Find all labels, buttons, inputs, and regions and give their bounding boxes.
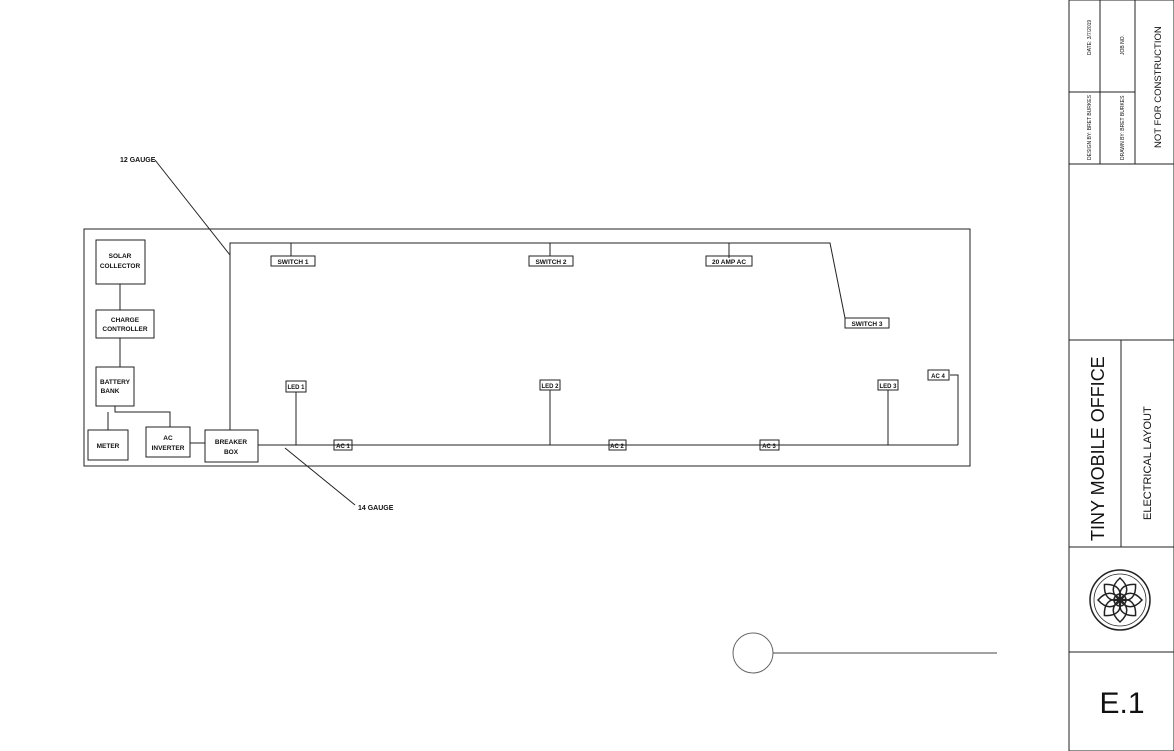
ac-20-amp-tag [705,255,753,267]
leader-14-gauge [284,447,356,506]
sheet-number: E.1 [1099,687,1144,720]
charge-controller-label-1: CHARGE [111,317,140,324]
sheet-title: ELECTRICAL LAYOUT [1142,406,1154,520]
breaker-box-label-2: BOX [224,449,239,456]
ac-1-label: AC 1 [336,444,350,450]
design-by-text: DESIGN BY: BRET BURKES [1087,94,1093,160]
project-title: TINY MOBILE OFFICE [1088,356,1108,541]
solar-collector-label-1: SOLAR [109,253,132,260]
drawn-by-text: DRAWN BY: BRET BURKES [1120,95,1126,160]
wire-battery-to-inverter [114,406,171,427]
label-12-gauge: 12 GAUGE [120,157,156,164]
ac-2-label: AC 2 [610,444,624,450]
ac-inverter-box [145,426,191,458]
switch-3-tag [844,317,890,329]
job-no-text: JOB NO. [1120,35,1126,55]
solar-collector-box [95,239,146,285]
ac-4-label: AC 4 [931,374,945,380]
led-3-tag [877,379,899,391]
ac-3-label: AC 3 [762,444,776,450]
ac-inverter-label-2: INVERTER [152,445,185,452]
building-outline [83,228,971,467]
ac-1-tag [333,439,353,451]
battery-bank-label-2: BANK [101,388,120,395]
switch-2-label: SWITCH 2 [535,259,566,266]
led-2-tag [539,379,561,391]
solar-collector-label-2: COLLECTOR [100,263,141,270]
switch-1-tag [270,255,316,267]
switch-1-label: SWITCH 1 [277,259,308,266]
battery-bank-box [95,366,135,407]
ac-4-tag [927,369,950,381]
label-14-gauge: 14 GAUGE [358,505,394,512]
charge-controller-box [95,309,155,339]
led-1-tag [285,380,307,393]
led-1-label: LED 1 [287,385,305,391]
ac-3-tag [759,439,780,451]
ac-20-amp-label: 20 AMP AC [712,259,746,266]
led-3-label: LED 3 [879,384,897,390]
leader-12-gauge [154,159,231,256]
battery-bank-label-1: BATTERY [100,379,131,386]
date-text: DATE: 3/7/2019 [1087,20,1093,55]
lotus-seal-icon [1089,569,1151,631]
circuit-12-gauge [229,242,846,430]
led-2-label: LED 2 [541,384,559,390]
breaker-box-box [204,429,259,463]
charge-controller-label-2: CONTROLLER [102,326,147,333]
switch-2-tag [528,255,574,267]
breaker-box-label-1: BREAKER [215,439,247,446]
ac-2-tag [608,439,627,451]
section-marker-circle [732,632,774,674]
meter-label: METER [97,443,120,450]
title-block [1068,0,1174,751]
ac-inverter-label-1: AC [163,435,173,442]
not-for-construction-text: NOT FOR CONSTRUCTION [1153,26,1164,148]
switch-3-label: SWITCH 3 [851,321,882,328]
wire-ac-4 [950,374,959,445]
